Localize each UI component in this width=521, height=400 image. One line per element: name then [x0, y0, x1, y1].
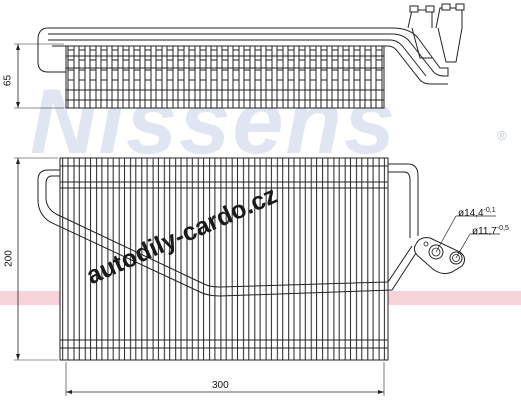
top-view: [14, 3, 465, 109]
front-bottom-header: [59, 339, 389, 361]
pipe-large-diameter: ø14,4: [458, 208, 484, 219]
front-core: [59, 187, 389, 341]
registered-mark: ®: [497, 128, 507, 143]
dim-width-label: 300: [212, 380, 229, 391]
pipe-small-diameter: ø11,7: [472, 226, 497, 237]
pipe-small-label: ø11,7-0,5: [472, 225, 509, 237]
front-tube-outer: [37, 169, 419, 297]
front-top-header: [59, 157, 389, 189]
dim-height-label: 200: [3, 250, 15, 267]
top-header-tube: [37, 27, 449, 77]
pipe-large-label: ø14,4-0,1: [458, 207, 496, 219]
pipe-small-tolerance: -0,5: [496, 225, 509, 232]
top-core: [65, 45, 385, 109]
pipe-large-tolerance: -0,1: [483, 207, 496, 214]
front-tube-inner: [45, 175, 413, 288]
front-view: [14, 157, 500, 396]
dim-thickness-label: 65: [2, 74, 14, 87]
top-pipe-fitting: [407, 3, 465, 63]
